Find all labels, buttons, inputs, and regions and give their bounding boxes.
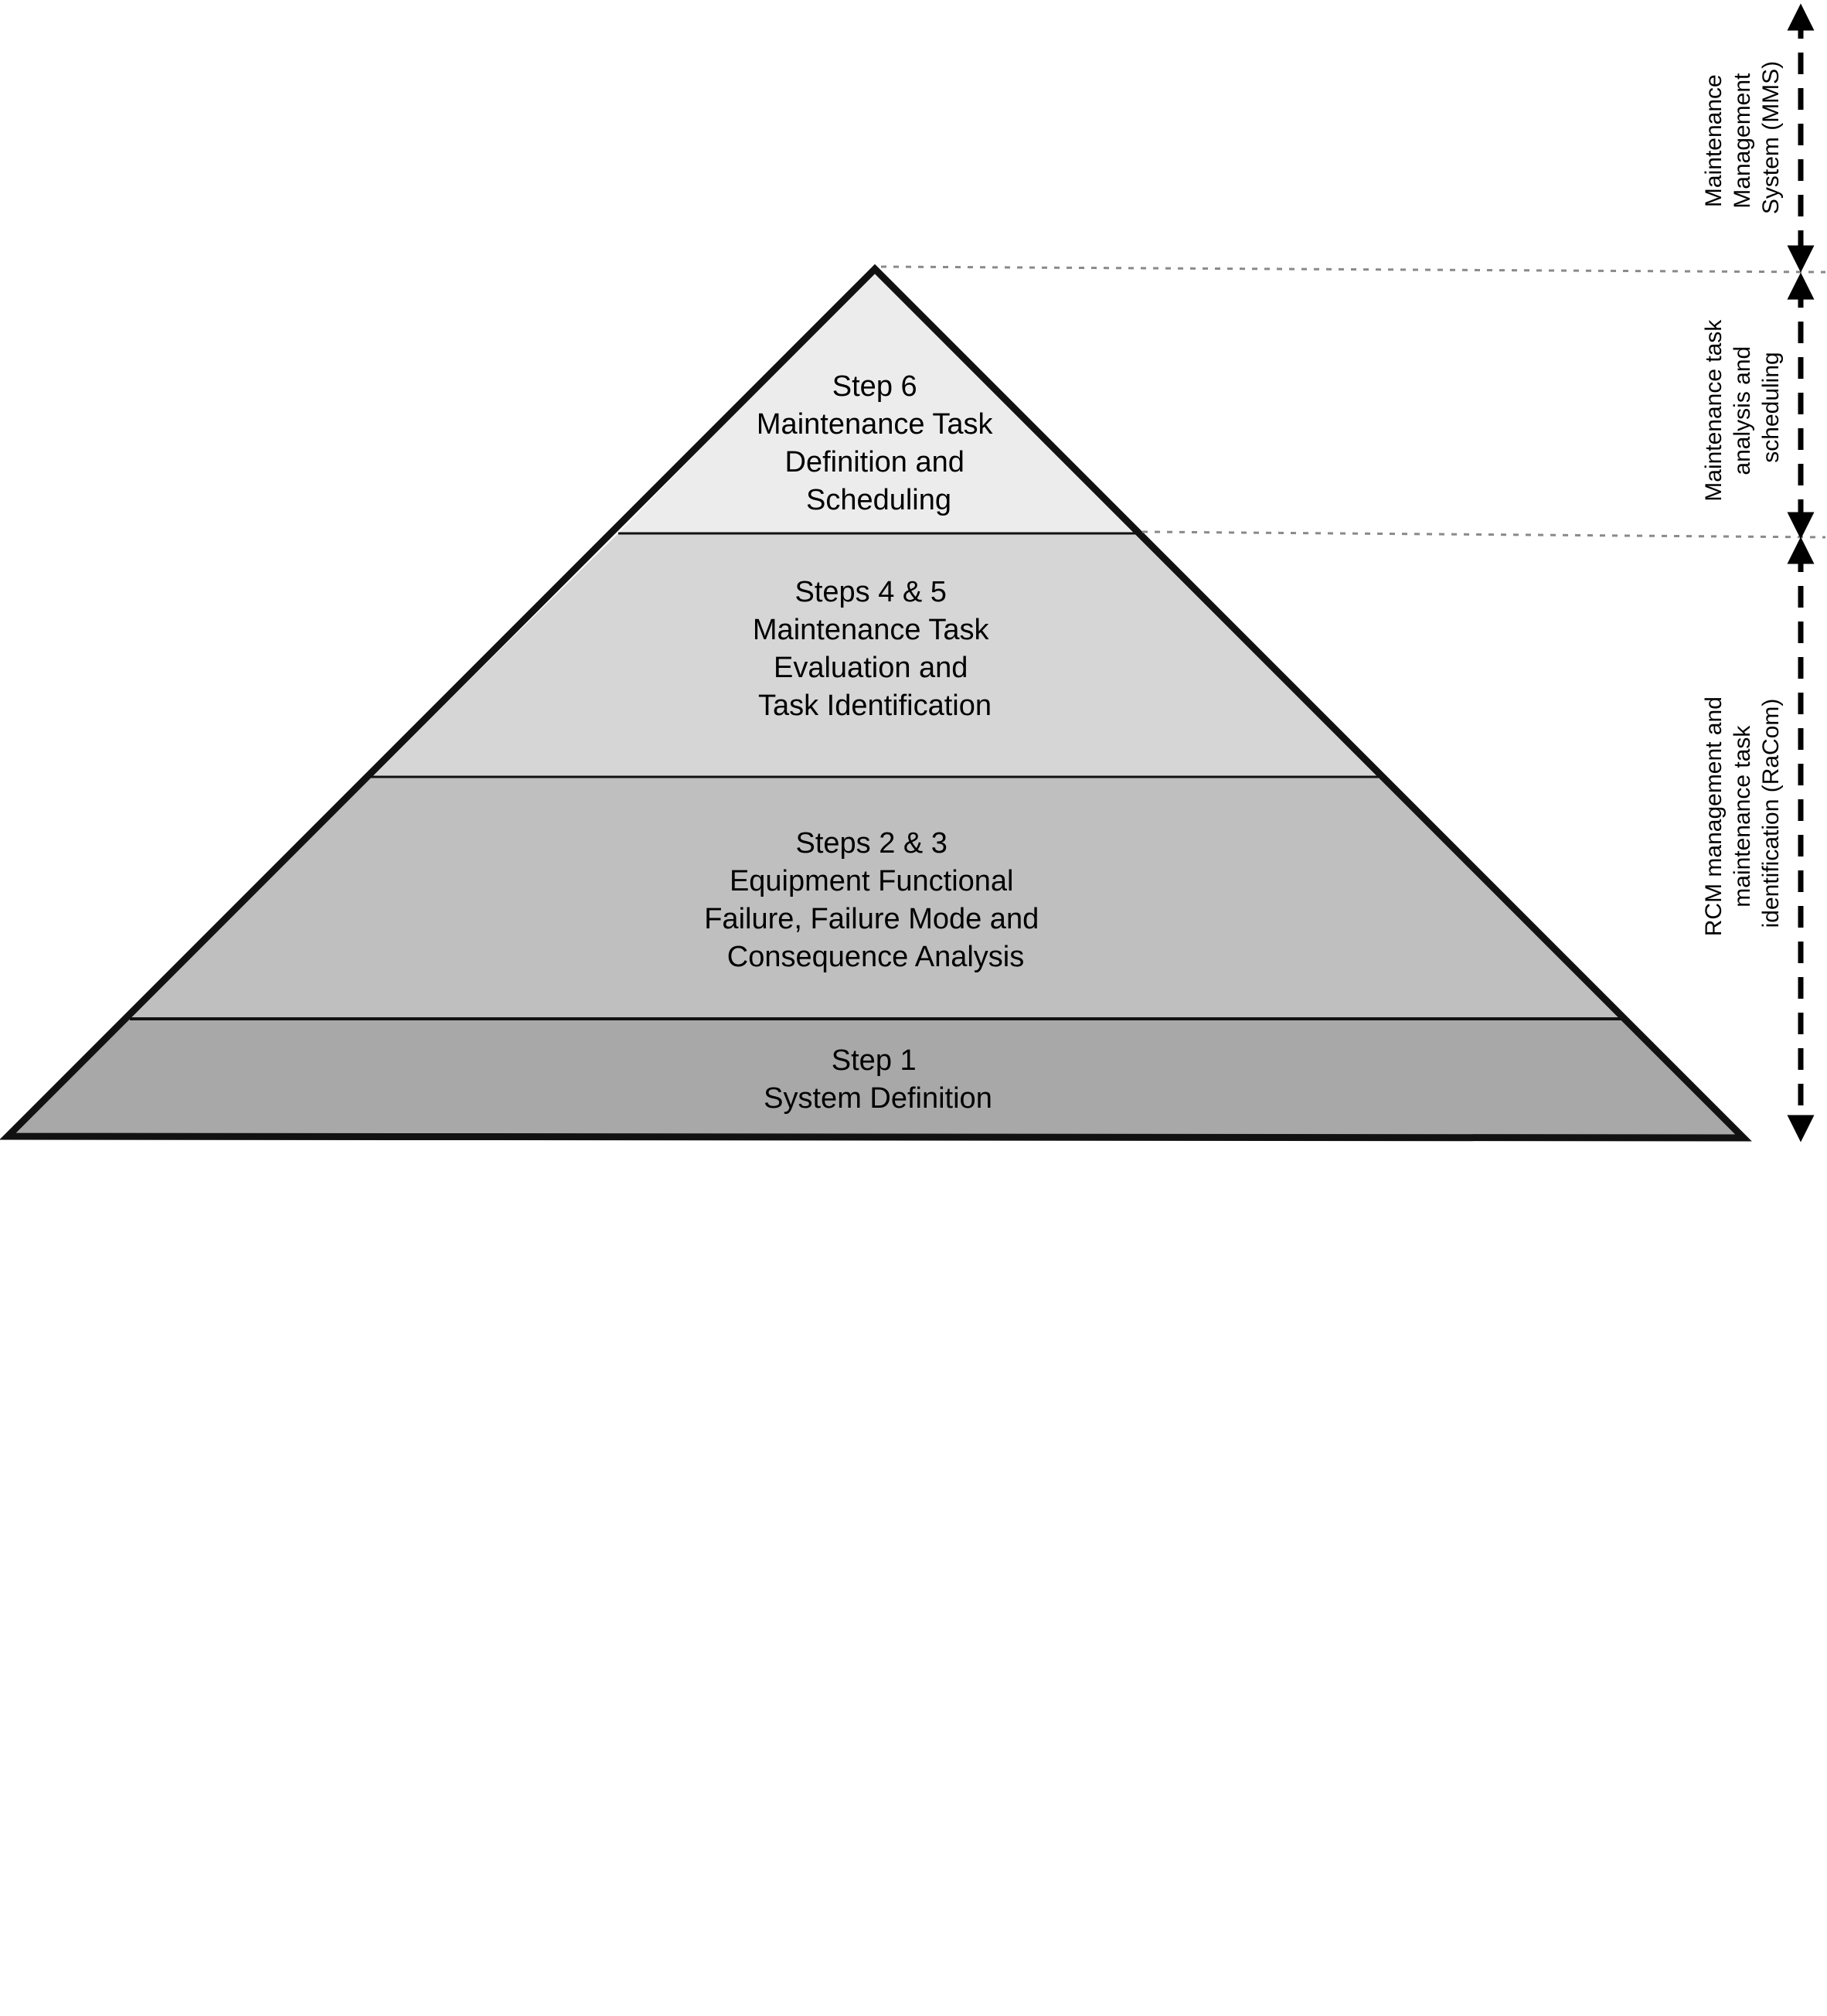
- tier-steps-2-3-label: Steps 2 & 3 Equipment Functional Failure…: [704, 827, 1047, 973]
- tier-label-line: Failure, Failure Mode and: [704, 903, 1039, 935]
- pyramid: [0, 264, 1752, 1142]
- tier-label-line: Steps 2 & 3: [795, 827, 947, 860]
- tier-label-line: Definition and: [785, 446, 965, 478]
- tier-label-line: Step 1: [832, 1044, 917, 1077]
- scope-label-line: System (MMS): [1758, 61, 1784, 214]
- tier-label-line: Maintenance Task: [757, 408, 994, 441]
- mms-scope-label: Maintenance Management System (MMS): [1701, 61, 1784, 214]
- tier-label-line: Equipment Functional: [730, 865, 1014, 897]
- boundary-guide-line: [880, 265, 1826, 274]
- pyramid-outline: [0, 264, 1752, 1142]
- tier-label-line: Steps 4 & 5: [794, 576, 946, 608]
- tier-label-line: Consequence Analysis: [727, 941, 1024, 973]
- scope-label-line: scheduling: [1758, 352, 1784, 462]
- tier-step-6-band: [618, 269, 1136, 533]
- tier-steps-4-5-label: Steps 4 & 5 Maintenance Task Evaluation …: [753, 576, 997, 722]
- tier-step-1-band: [8, 1019, 1744, 1138]
- scope-label-line: RCM management and: [1701, 696, 1727, 936]
- scope-label-line: Maintenance: [1701, 74, 1727, 207]
- tier-steps-4-5-band: [371, 533, 1380, 777]
- tier-label-line: System Definition: [764, 1082, 992, 1115]
- scope-label-line: maintenance task: [1730, 725, 1755, 908]
- scope-boundaries: [880, 265, 1826, 539]
- scope-labels: Maintenance Management System (MMS) Main…: [1701, 61, 1784, 936]
- tier-label-line: Task Identification: [758, 690, 992, 722]
- tier-step-6-label: Step 6 Maintenance Task Definition and S…: [757, 370, 1001, 516]
- tier-label-line: Evaluation and: [774, 652, 968, 684]
- tier-label-line: Scheduling: [806, 484, 951, 516]
- racom-scope-label: RCM management and maintenance task iden…: [1701, 690, 1784, 937]
- scope-label-line: Management: [1730, 73, 1755, 209]
- scope-label-line: Maintenance task: [1701, 319, 1727, 502]
- tier-label-line: Maintenance Task: [753, 614, 990, 646]
- tier-step-1-label: Step 1 System Definition: [764, 1044, 992, 1115]
- tier-label-line: Step 6: [832, 370, 917, 403]
- scope-label-line: identification (RaCom): [1758, 699, 1784, 928]
- scope-label-line: analysis and: [1730, 346, 1755, 475]
- boundary-guide-line: [1141, 530, 1826, 539]
- tier-labels: Step 6 Maintenance Task Definition and S…: [704, 370, 1047, 1115]
- task-analysis-scope-label: Maintenance task analysis and scheduling: [1701, 313, 1784, 501]
- tier-steps-2-3-band: [130, 777, 1621, 1019]
